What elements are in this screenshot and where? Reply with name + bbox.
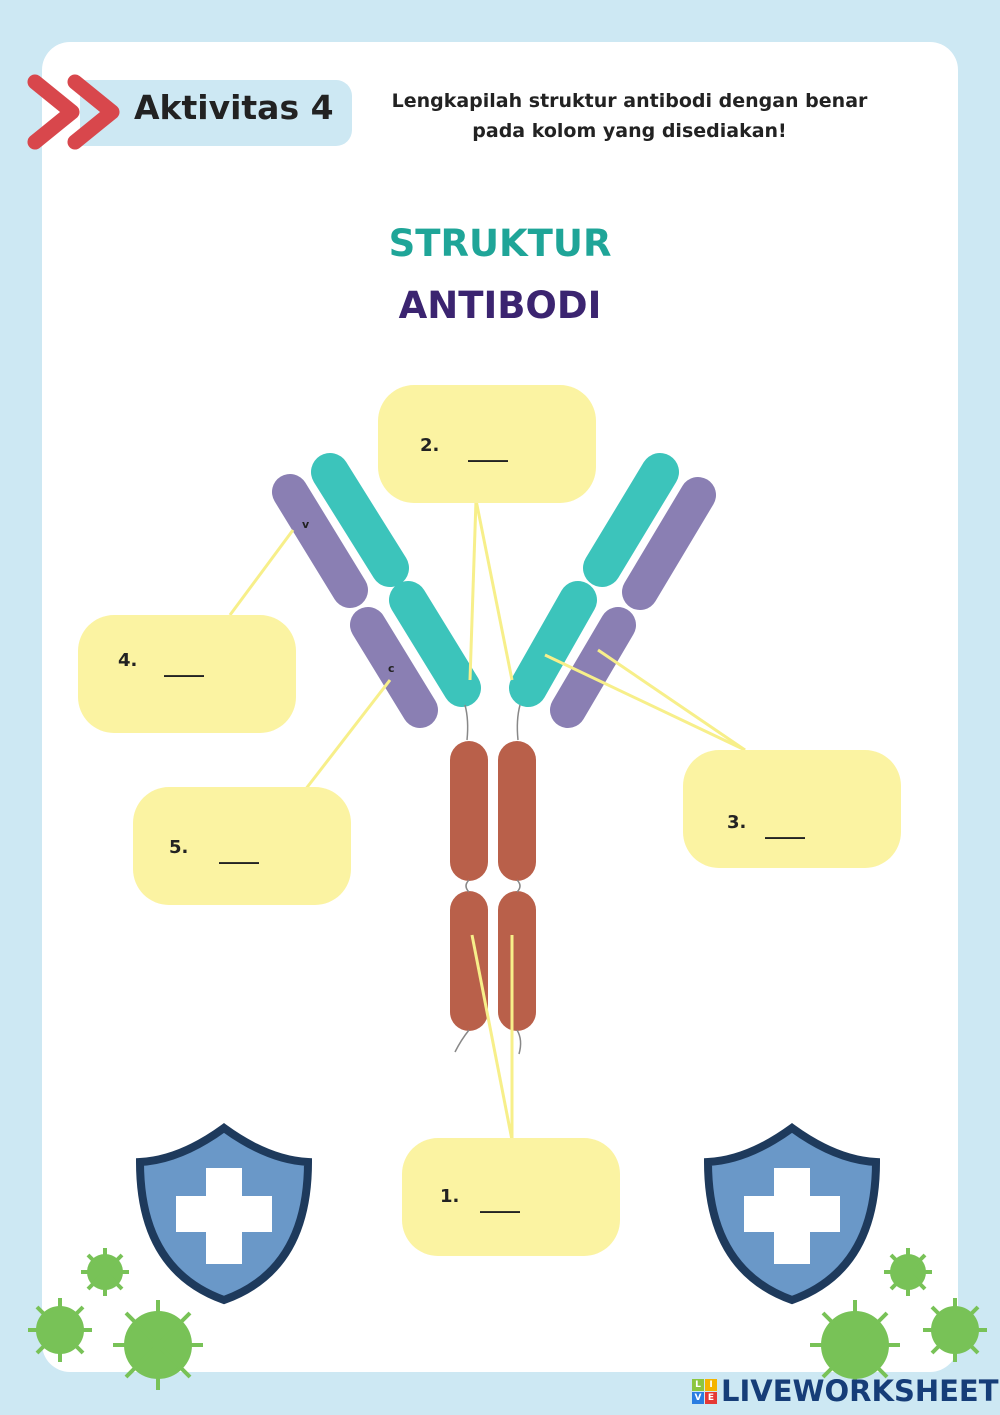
liveworksheets-logo[interactable]: L I V E LIVEWORKSHEETS (692, 1374, 1000, 1408)
title-line-1: STRUKTUR (388, 222, 612, 265)
light-chain-left-variable (272, 474, 368, 608)
logo-blocks: L I V E (692, 1378, 717, 1404)
logo-text: LIVEWORKSHEETS (721, 1374, 1000, 1408)
shield-icon-left (135, 1123, 313, 1305)
virus-icon (28, 1298, 92, 1362)
activity-pill (80, 80, 352, 146)
double-chevron-icon (27, 74, 120, 150)
heavy-chain-left-variable (311, 453, 409, 587)
virus-icon (113, 1300, 203, 1390)
light-chain-left-constant (350, 607, 438, 728)
logo-block-v: V (692, 1391, 704, 1404)
title-line-2: ANTIBODI (398, 284, 602, 327)
answer-input-1[interactable] (478, 1188, 558, 1214)
heavy-chain-left-constant (389, 581, 481, 707)
answer-number-5: 5. (169, 837, 189, 858)
heavy-chain-right-constant (509, 581, 597, 707)
hinge-lines (454, 704, 522, 1055)
light-chain-right-constant (550, 607, 636, 728)
instruction: Lengkapilah struktur antibodi dengan ben… (372, 86, 887, 146)
virus-icons (28, 1248, 987, 1390)
answer-number-4: 4. (118, 650, 138, 671)
heavy-chain-right-variable (583, 453, 679, 587)
answer-box-5: 5. (133, 787, 351, 905)
virus-icon (884, 1248, 932, 1296)
answer-box-3: 3. (683, 750, 901, 868)
answer-input-3[interactable] (763, 814, 843, 840)
label-c: c (388, 662, 395, 675)
logo-block-e: E (705, 1391, 717, 1404)
activity-label: Aktivitas 4 (134, 88, 334, 127)
instruction-line-1: Lengkapilah struktur antibodi dengan ben… (391, 90, 868, 112)
logo-block-i: I (705, 1378, 717, 1391)
answer-input-5[interactable] (217, 839, 297, 865)
answer-number-1: 1. (440, 1186, 460, 1207)
answer-input-2[interactable] (466, 437, 546, 463)
answer-box-2: 2. (378, 385, 596, 503)
answer-box-1: 1. (402, 1138, 620, 1256)
label-v: v (302, 518, 310, 531)
virus-icon (923, 1298, 987, 1362)
answer-input-4[interactable] (162, 652, 242, 678)
answer-number-2: 2. (420, 435, 440, 456)
pointer-lines (228, 499, 746, 1141)
logo-block-l: L (692, 1378, 704, 1391)
instruction-line-2: pada kolom yang disediakan! (472, 120, 787, 142)
antibody-chains (272, 453, 716, 1031)
answer-box-4: 4. (78, 615, 296, 733)
shield-icon-right (703, 1123, 881, 1305)
virus-icon (810, 1300, 900, 1390)
answer-number-3: 3. (727, 812, 747, 833)
light-chain-right-variable (622, 477, 716, 610)
virus-icon (81, 1248, 129, 1296)
